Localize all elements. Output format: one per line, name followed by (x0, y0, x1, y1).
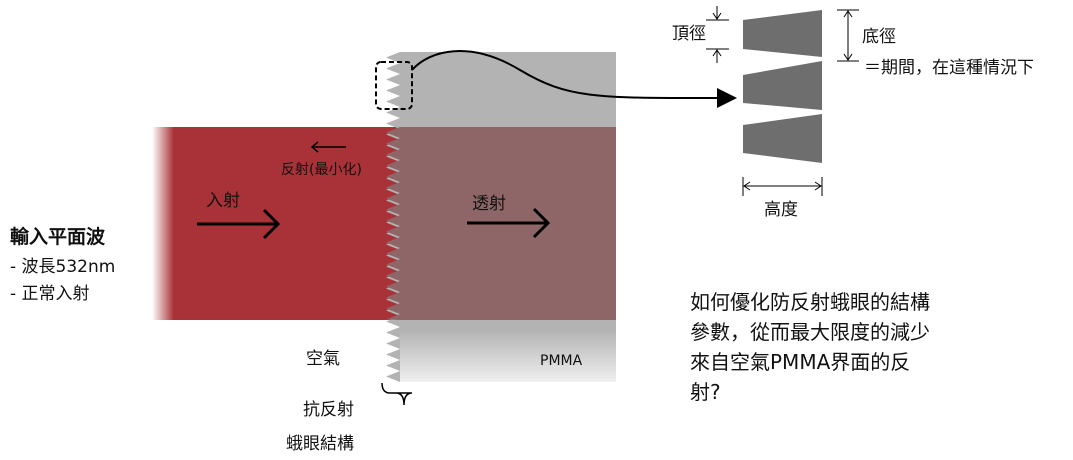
transmission-arrow (467, 207, 551, 239)
transmission-label: 透射 (472, 194, 506, 214)
height-dimension (742, 177, 823, 196)
cone-3 (743, 114, 822, 163)
detail-highlight-box (375, 61, 413, 110)
top-diameter-label: 頂徑 (672, 24, 706, 44)
air-label: 空氣 (306, 349, 340, 369)
top-diameter-dimension (706, 6, 729, 63)
input-wave-incidence: - 正常入射 (10, 284, 90, 304)
cone-1 (743, 10, 822, 57)
period-note: ＝期間，在這種情況下 (864, 58, 1034, 78)
height-label: 高度 (764, 200, 798, 220)
bottom-diameter-label: 底徑 (862, 27, 896, 47)
structure-caption-1: 抗反射 (303, 400, 354, 420)
question-text: 如何優化防反射蛾眼的結構參數，從而最大限度的減少來自空氣PMMA界面的反射? (690, 290, 930, 404)
pmma-label: PMMA (540, 353, 583, 369)
incident-arrow (197, 208, 281, 240)
incident-label: 入射 (206, 191, 240, 211)
bottom-diameter-dimension (837, 9, 859, 62)
detail-connector-arrow (411, 50, 737, 109)
cone-2 (743, 61, 822, 110)
input-wave-title: 輸入平面波 (10, 226, 106, 248)
input-wave-wavelength: - 波長532nm (10, 257, 116, 277)
moth-eye-sawtooth-red (386, 127, 400, 320)
structure-brace (381, 382, 413, 406)
reflection-arrow (310, 141, 346, 153)
reflection-label: 反射(最小化) (281, 162, 362, 178)
structure-caption-2: 蛾眼結構 (286, 434, 354, 454)
